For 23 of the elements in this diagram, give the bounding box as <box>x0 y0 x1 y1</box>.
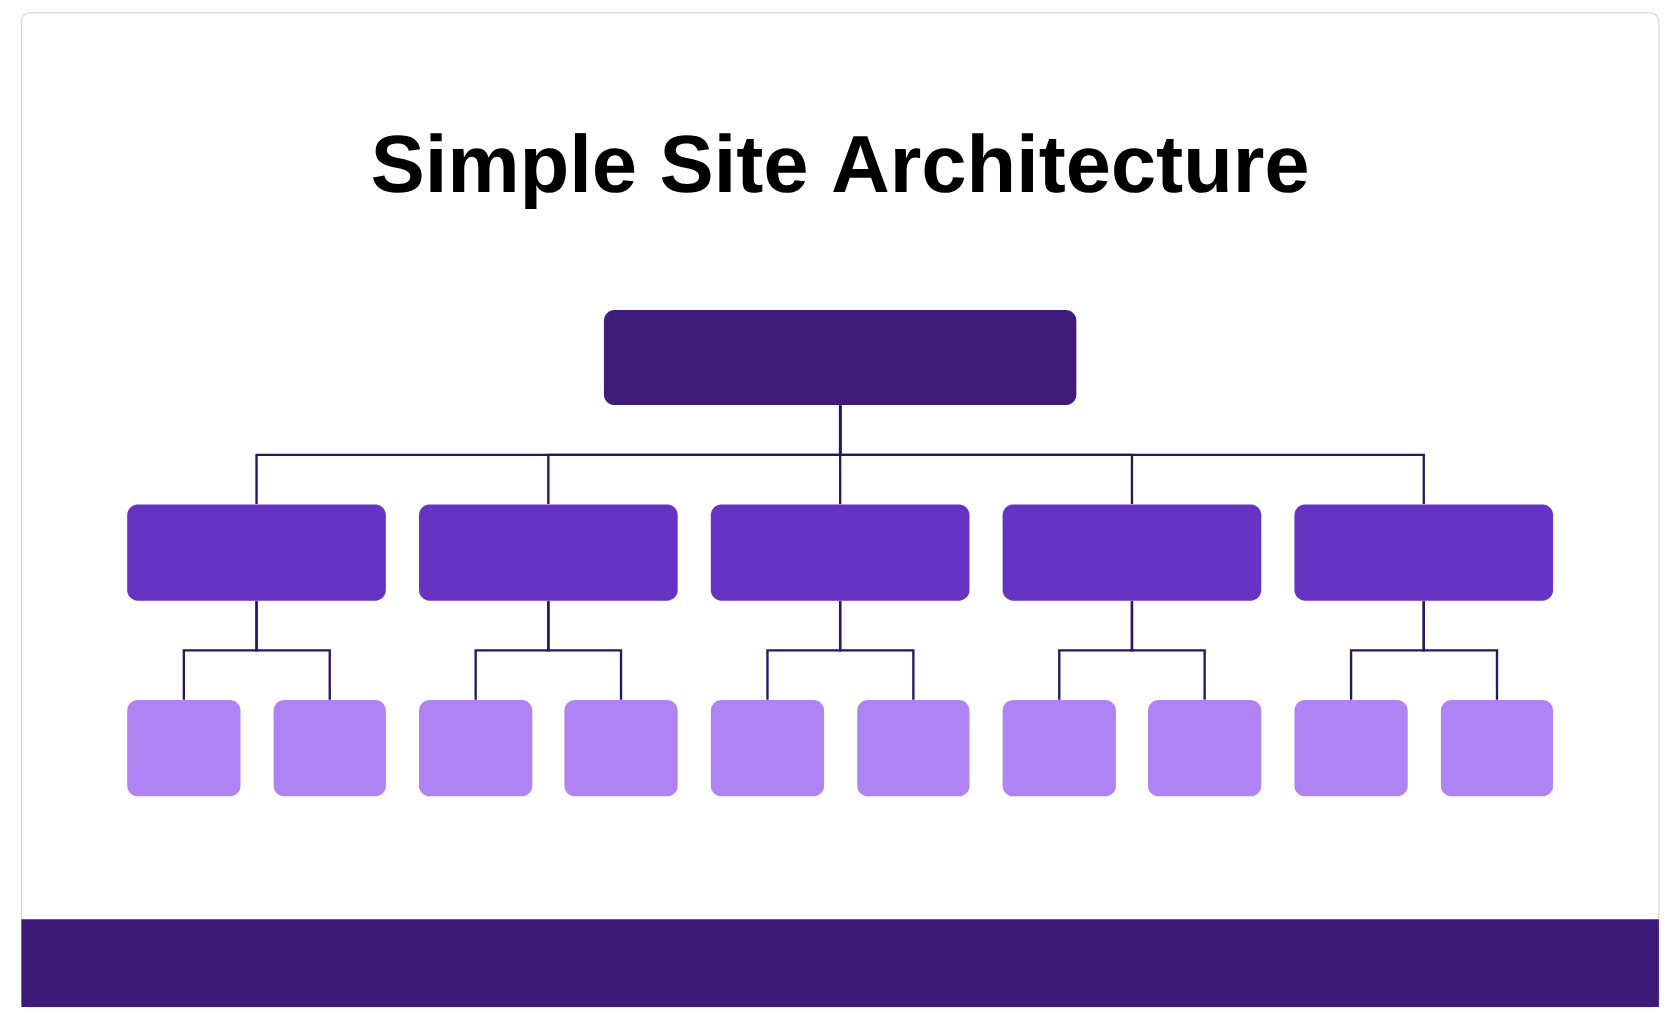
connector-line <box>1130 601 1206 700</box>
page-box <box>710 700 825 797</box>
page-box <box>127 700 241 797</box>
page-box <box>1294 504 1554 601</box>
page-box <box>419 504 678 601</box>
page-box <box>1002 700 1116 797</box>
page-box <box>127 504 386 601</box>
page-box <box>710 504 970 601</box>
page-box <box>564 700 678 797</box>
page-box <box>1148 700 1262 797</box>
page-box <box>1002 504 1262 601</box>
connector-line <box>255 601 331 700</box>
page-box <box>857 700 970 797</box>
page-box <box>1440 700 1554 797</box>
page-box <box>273 700 386 797</box>
connector-line <box>1422 601 1499 700</box>
connector-line <box>838 405 1425 504</box>
page-box <box>419 700 533 797</box>
title: Simple Site Architecture <box>373 133 1307 209</box>
page-box <box>1294 700 1408 797</box>
connector-line <box>547 601 623 700</box>
connector-line <box>838 601 915 700</box>
page-box <box>603 309 1077 405</box>
